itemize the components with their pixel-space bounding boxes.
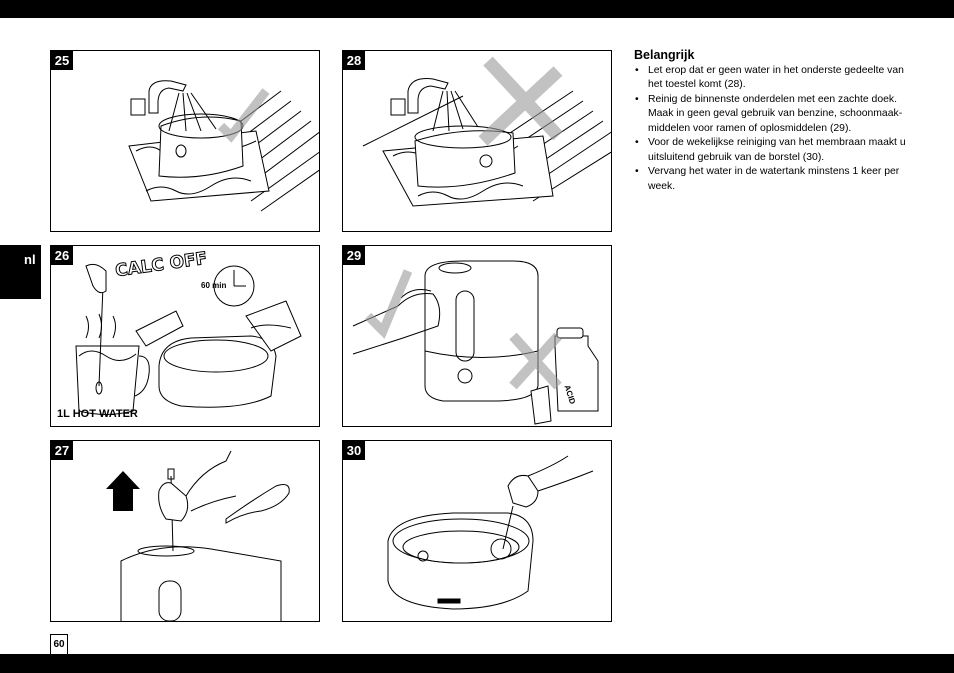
figure-number: 26 [51, 246, 73, 265]
figure-number: 25 [51, 51, 73, 70]
figure-27: 27 [50, 440, 320, 622]
top-bar [0, 0, 954, 18]
figure-29: ACID 29 [342, 245, 612, 427]
sink-no-water-illustration [362, 56, 611, 207]
figure-number: 29 [343, 246, 365, 265]
figure-number: 28 [343, 51, 365, 70]
language-tab: nl [0, 245, 41, 299]
figure-28: 28 [342, 50, 612, 232]
section-title: Belangrijk [634, 48, 695, 62]
figure-30: 30 [342, 440, 612, 622]
figure-number: 30 [343, 441, 365, 460]
page-number: 60 [50, 634, 68, 654]
figure-number: 27 [51, 441, 73, 460]
list-item: Reinig de binnenste onderdelen met een z… [634, 93, 914, 137]
figure-26: CALC OFF 60 min 1L HOT WATER 26 [50, 245, 320, 427]
list-item: Voor de wekelijkse reiniging van het mem… [634, 136, 914, 165]
up-arrow-icon [106, 471, 140, 511]
notes-list: Let erop dat er geen water in het onders… [634, 64, 914, 195]
language-label: nl [24, 252, 36, 267]
bottom-bar [0, 654, 954, 673]
sink-rinse-illustration [128, 80, 319, 212]
important-notes: Belangrijk Let erop dat er geen water in… [634, 48, 914, 194]
list-item: Vervang het water in de watertank minste… [634, 165, 914, 194]
figure-25: 25 [50, 50, 320, 232]
list-item: Let erop dat er geen water in het onders… [634, 64, 914, 93]
descaling-illustration [75, 263, 302, 415]
brush-cleaning-illustration [387, 455, 594, 610]
figure-caption: 1L HOT WATER [57, 408, 138, 420]
timer-label: 60 min [201, 281, 227, 290]
membrane-removal-illustration [106, 450, 290, 621]
cleaning-illustration [352, 260, 599, 425]
